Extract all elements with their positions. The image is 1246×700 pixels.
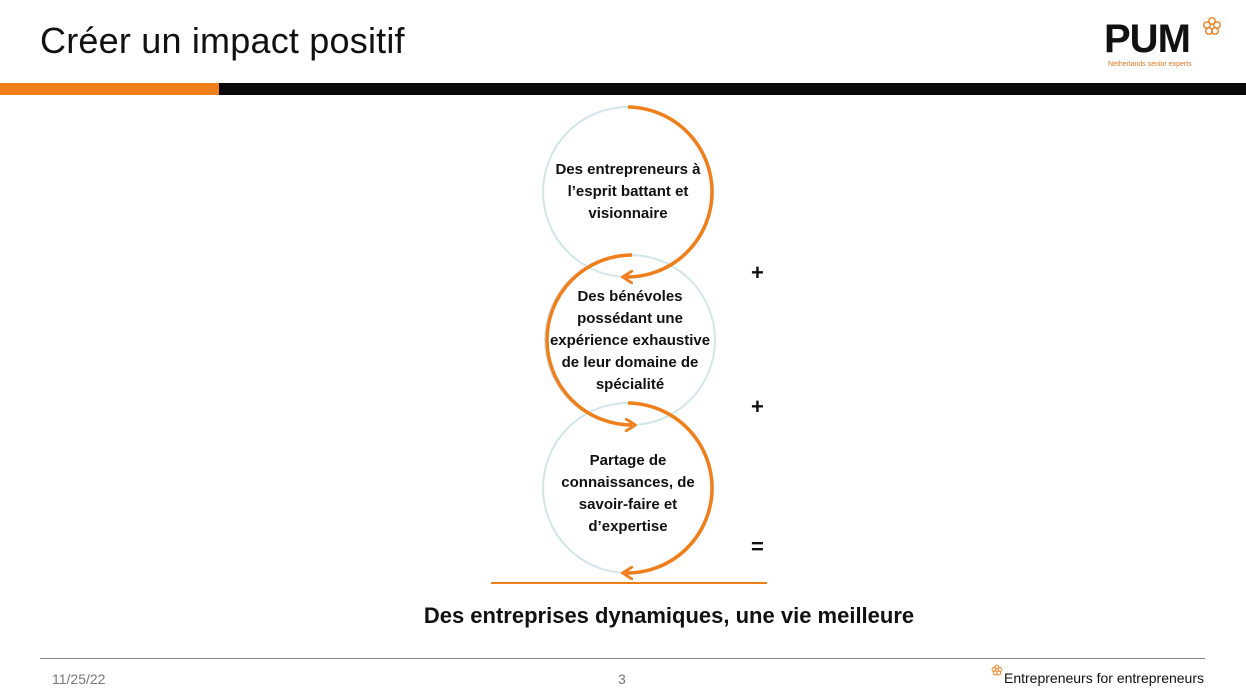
plus-operator-1: + [751, 260, 764, 285]
pum-logo: PUM Netherlands senior experts [1104, 14, 1224, 74]
logo-tagline: Netherlands senior experts [1108, 61, 1192, 68]
slide-title: Créer un impact positif [40, 20, 405, 61]
step-arc-1 [626, 105, 714, 277]
step-text-3: Partage de connaissances, de savoir-fair… [561, 452, 695, 535]
result-divider [491, 582, 767, 584]
equals-operator: = [751, 534, 764, 559]
footer-date: 11/25/22 [52, 671, 106, 687]
result-text: Des entreprises dynamiques, une vie meil… [423, 603, 915, 628]
header-bar [219, 83, 1246, 95]
page-number: 3 [618, 671, 626, 687]
flower-icon [1203, 17, 1221, 35]
logo-wordmark: PUM [1104, 17, 1191, 61]
header-bar-accent [0, 83, 219, 95]
step-text-2: Des bénévoles possédant une expérience e… [549, 288, 711, 393]
footer-tagline: Entrepreneurs for entrepreneurs [1004, 670, 1204, 686]
flower-icon [991, 664, 1003, 676]
plus-operator-2: + [751, 394, 764, 419]
footer-divider [40, 658, 1205, 659]
step-text-1: Des entrepreneurs à l’esprit battant et … [555, 161, 701, 222]
step-arc-3 [626, 401, 714, 573]
step-arc-2 [545, 253, 632, 425]
